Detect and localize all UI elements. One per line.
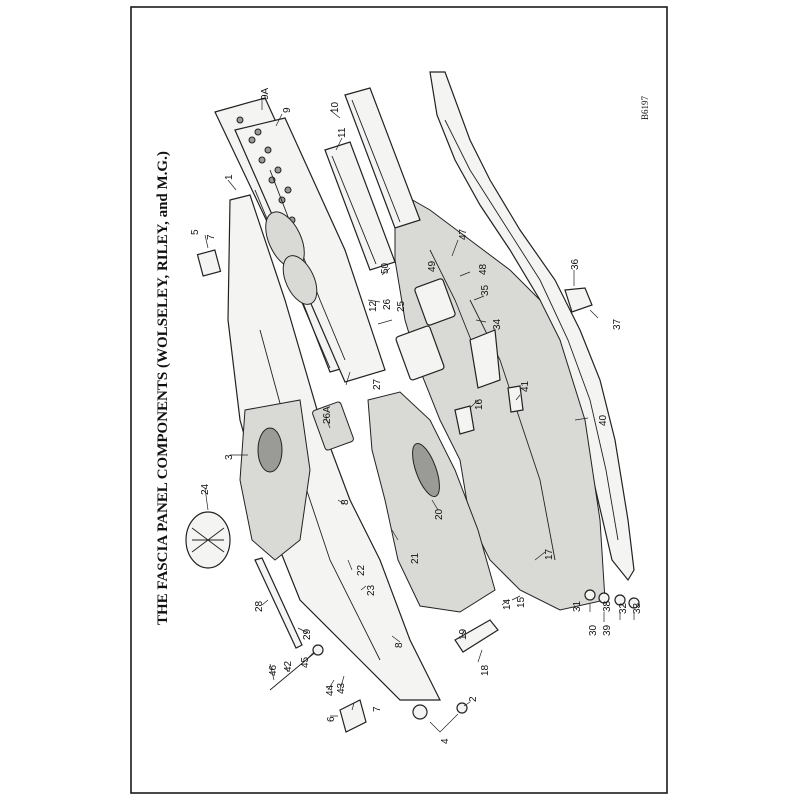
callout-48: 48 [478, 263, 489, 275]
callout-9: 9 [282, 107, 293, 113]
glovebox-panel [367, 391, 496, 613]
callout-32: 32 [618, 602, 629, 614]
end-panel-grille [257, 427, 283, 473]
callout-36: 36 [570, 258, 581, 270]
callout-26: 26 [382, 298, 393, 310]
callout-21: 21 [410, 552, 421, 564]
page-border [130, 6, 668, 794]
bracket-36 [564, 287, 593, 313]
exploded-view [185, 71, 640, 733]
callout-5: 5 [190, 229, 201, 235]
aperture-lower [282, 255, 318, 305]
callout-42: 42 [283, 660, 294, 672]
callout-45: 45 [300, 656, 311, 668]
callout-33: 33 [632, 602, 643, 614]
callout-14: 14 [502, 598, 513, 610]
callout-49: 49 [427, 260, 438, 272]
callout-34: 34 [492, 318, 503, 330]
drawing-reference: B6197 [640, 95, 650, 120]
diagram-title: THE FASCIA PANEL COMPONENTS (WOLSELEY, R… [155, 151, 171, 625]
rear-rail [429, 71, 635, 582]
bracket-41 [507, 385, 524, 413]
callout-15: 15 [516, 596, 527, 608]
clip-4 [412, 704, 428, 720]
callout-19: 19 [458, 628, 469, 640]
callout-28: 28 [254, 600, 265, 612]
glovebox-lock [412, 442, 440, 498]
callout-16: 16 [474, 398, 485, 410]
vent-11 [324, 141, 396, 271]
callout-17: 17 [544, 548, 555, 560]
fixing-32 [614, 594, 626, 606]
callout-25: 25 [396, 300, 407, 312]
fitting-5 [196, 249, 222, 277]
callout-9a: 9A [260, 87, 271, 100]
callout-46: 46 [268, 664, 279, 676]
callout-26a: 26A [322, 406, 333, 424]
box-25 [414, 278, 456, 326]
callout-40: 40 [598, 414, 609, 426]
frame-holes [236, 116, 296, 224]
bracket-18 [454, 619, 499, 653]
fixing-38 [598, 592, 610, 604]
callout-47: 47 [458, 228, 469, 240]
callout-50: 50 [380, 262, 391, 274]
callouts: 9A 9 10 11 1 5 7 47 49 48 36 50 12 26 25… [190, 87, 643, 744]
bracket-34 [469, 329, 501, 389]
callout-4: 4 [440, 738, 451, 744]
bracket-6 [339, 699, 367, 733]
vent-10 [344, 87, 421, 229]
box-26a [312, 401, 354, 451]
callout-29: 29 [302, 628, 313, 640]
fixing-31 [584, 589, 596, 601]
callout-35: 35 [480, 284, 491, 296]
stay-rod-42 [269, 649, 319, 691]
callout-31: 31 [572, 600, 583, 612]
callout-24: 24 [200, 483, 211, 495]
callout-39: 39 [602, 624, 613, 636]
washer-45 [312, 644, 324, 656]
callout-30: 30 [588, 624, 599, 636]
callout-8a: 8 [340, 499, 351, 505]
callout-1: 1 [224, 174, 235, 180]
callout-7b: 7 [372, 706, 383, 712]
callout-11: 11 [337, 127, 348, 138]
callout-44: 44 [325, 684, 336, 696]
callout-20: 20 [434, 508, 445, 520]
trim-strip-28 [254, 557, 303, 649]
callout-6: 6 [326, 716, 337, 722]
box-35 [395, 325, 445, 381]
callout-38: 38 [602, 600, 613, 612]
callout-43: 43 [336, 682, 347, 694]
end-panel [239, 399, 311, 561]
bracket-16 [454, 405, 475, 435]
callout-10: 10 [330, 101, 341, 113]
screw-2 [456, 702, 468, 714]
fixing-33 [628, 597, 640, 609]
callout-8b: 8 [394, 642, 405, 648]
callout-7: 7 [206, 234, 217, 240]
callout-12: 12 [368, 300, 379, 312]
callout-37: 37 [612, 318, 623, 330]
callout-3: 3 [224, 454, 235, 460]
callout-22: 22 [356, 564, 367, 576]
callout-23: 23 [366, 584, 377, 596]
callout-2: 2 [468, 696, 479, 702]
callout-18: 18 [480, 664, 491, 676]
callout-41: 41 [520, 380, 531, 392]
callout-27: 27 [372, 378, 383, 390]
